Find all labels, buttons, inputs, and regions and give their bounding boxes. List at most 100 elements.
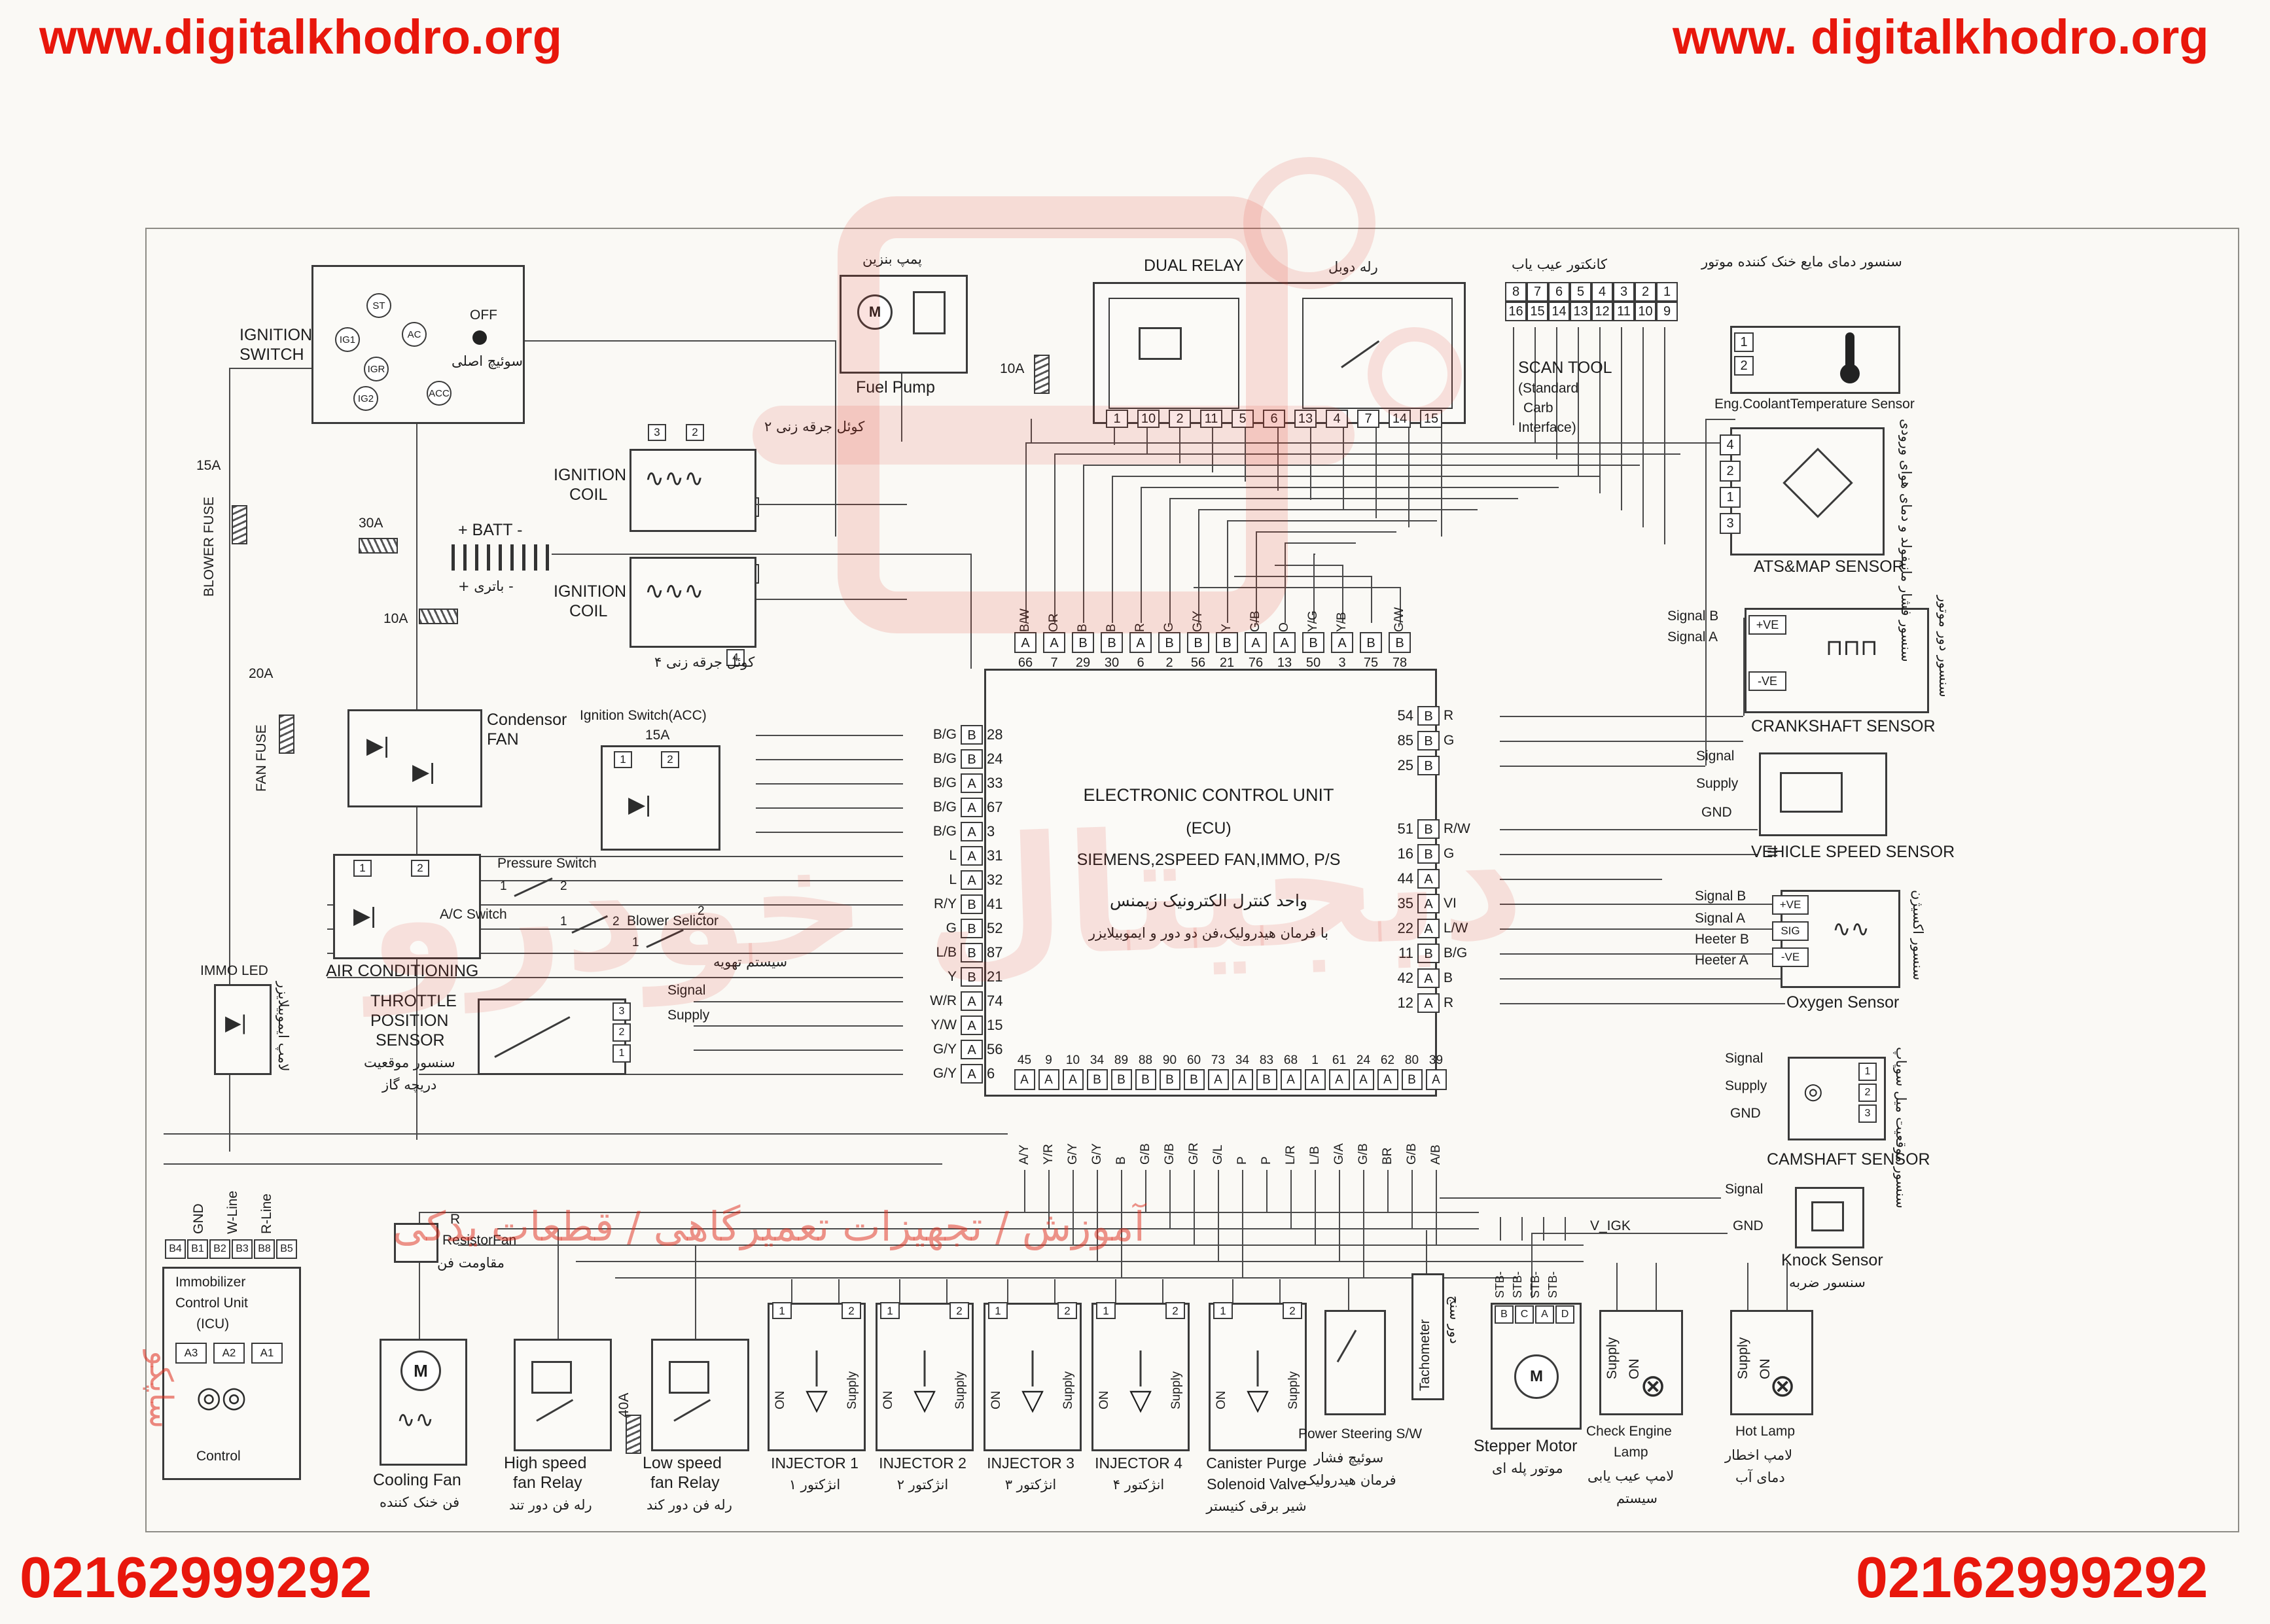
oxygen-wire-signal-b: Signal B <box>1695 889 1747 904</box>
ecu-pin-slot: B <box>1417 756 1440 775</box>
injector-label: INJECTOR 3 <box>987 1455 1074 1472</box>
fan-fuse-symbol <box>279 715 294 754</box>
ecu-pin-column: 83 B P <box>1256 1052 1277 1165</box>
wire <box>1121 1170 1122 1277</box>
ecu-pin-slot: B <box>1256 1069 1277 1090</box>
ecu-pin-slot: A <box>961 1040 983 1059</box>
ignition-switch-label-1: IGNITION <box>239 326 313 344</box>
sensor-pin-cell: +VE <box>1772 895 1809 915</box>
wire <box>1565 1217 1566 1241</box>
wire <box>1500 904 1779 905</box>
knock-label-fa: سنسور ضربه <box>1789 1275 1866 1290</box>
ecu-title-fa2: با فرمان هیدرولیک،فن دو دور و ایموبیلایز… <box>1088 925 1329 941</box>
fuel-pump-box <box>840 275 968 374</box>
ecu-pin-slot: A <box>1417 968 1440 988</box>
ecu-pin-number: 6 <box>1137 656 1144 670</box>
coil1-label-fa: کوئل جرقه زنی ۲ <box>764 419 865 434</box>
fuse-30a-label: 30A <box>359 516 383 531</box>
low-speed-relay-box <box>651 1339 749 1451</box>
ecu-pin-slot: A <box>1273 632 1296 653</box>
condensor-label-2: FAN <box>487 730 519 749</box>
ecu-pin-column: B/W A 66 <box>1014 564 1037 673</box>
wire <box>1097 1170 1098 1261</box>
wire-color-label: G <box>1162 622 1176 632</box>
ats-map-label: ATS&MAP SENSOR <box>1754 557 1904 576</box>
ecu-pin-number: 90 <box>1162 1053 1177 1067</box>
blower-selector-pin2: 2 <box>698 904 705 918</box>
knock-sensor-box <box>1795 1187 1864 1248</box>
ecu-top-pins: B/W A 66 OR A 7 B B 29 B B 30 R A 6 G B <box>1014 564 1411 673</box>
wire <box>1500 879 1662 880</box>
ecu-pin-slot: A <box>1129 632 1152 653</box>
sensor-pin-cell: 1 <box>1734 332 1754 352</box>
wire <box>1747 1263 1748 1310</box>
ecu-pin-number: 76 <box>1248 656 1264 670</box>
wire <box>1031 419 1032 442</box>
wire <box>1048 1170 1050 1228</box>
wire <box>1115 1279 1116 1303</box>
hot-lamp-box <box>1730 1310 1813 1415</box>
wire-color-label: L/B <box>936 945 957 960</box>
dual-relay-pin-cell: 14 <box>1389 410 1411 428</box>
wire <box>1441 421 1442 537</box>
dual-relay-pin-cell: 11 <box>1200 410 1222 428</box>
icu-box <box>162 1267 301 1480</box>
wire <box>1500 928 1779 930</box>
ignition-position-acc: ACC <box>427 381 452 406</box>
wire <box>327 977 903 978</box>
dual-relay-right-relay <box>1302 298 1453 409</box>
scan-tool-label-1: SCAN TOOL <box>1518 359 1612 377</box>
ecu-title-fa1: واحد کنترل الکترونیک زیمنس <box>1110 891 1307 910</box>
wire <box>1363 1170 1364 1277</box>
tps-box <box>478 998 626 1075</box>
wire <box>1621 327 1622 510</box>
ecu-pin-column: 68 A L/R <box>1280 1052 1302 1165</box>
ecu-pin-number: 56 <box>987 1041 1003 1057</box>
relay-coil-icon <box>531 1361 572 1394</box>
ecu-pin-number: 51 <box>1397 821 1413 837</box>
ecu-pin-number: 13 <box>1277 656 1292 670</box>
dual-relay-pin-cell: 13 <box>1294 410 1317 428</box>
fan-fuse-label: FAN FUSE <box>254 724 269 792</box>
scan-pin-cell: 6 <box>1548 282 1570 302</box>
check-lamp-label-1: Check Engine <box>1586 1424 1672 1439</box>
wire-color-label: G <box>1444 846 1455 861</box>
wire-color-label: G/B <box>1356 1143 1370 1165</box>
injector-on-label: ON <box>1097 1390 1111 1410</box>
wire-color-label: B/G <box>932 824 957 839</box>
ecu-pin-column: 80 B G/B <box>1401 1052 1423 1165</box>
wire <box>1656 1263 1657 1310</box>
ecu-pin-slot: A <box>1353 1069 1374 1090</box>
wire <box>1616 1263 1618 1310</box>
cooling-fan-label-fa: فن خنک کننده <box>380 1494 460 1510</box>
scan-tool-label-2: (Standard <box>1518 381 1579 396</box>
sensor-pin-cell: SIG <box>1772 921 1809 941</box>
ecu-pin-number: 3 <box>1338 656 1346 670</box>
led-icon: ▶| <box>225 1011 247 1034</box>
sensor-pin-cell: +VE <box>1748 615 1786 635</box>
wire <box>1500 716 1743 717</box>
ecu-box <box>984 669 1437 1097</box>
wire-color-label: R <box>1444 708 1454 723</box>
wire <box>756 832 903 833</box>
ecu-pin-slot: B <box>1159 1069 1180 1090</box>
ignition-off-label: OFF <box>470 308 497 323</box>
camshaft-label: CAMSHAFT SENSOR <box>1767 1150 1930 1169</box>
battery-label: + BATT - <box>458 521 523 539</box>
injector-row: 1 2 ON Supply ▽ INJECTOR 1 انژکتور ۱ 1 2… <box>768 1302 1190 1492</box>
ecu-pin-row: L/B B 87 <box>904 942 1016 964</box>
ecu-pin-number: 67 <box>987 799 1003 815</box>
fan-40a-fuse-label: 40A <box>616 1392 631 1417</box>
wire <box>1227 520 1228 623</box>
injector-valve-icon: ▽ <box>806 1384 828 1416</box>
ecu-pin-slot: A <box>961 846 983 866</box>
scan-pin-cell: 3 <box>1613 282 1635 302</box>
watermark-phone-bottom-right: 02162999292 <box>1856 1545 2208 1610</box>
wire-color-label: L <box>949 872 957 887</box>
diagram-frame <box>145 228 2239 1532</box>
wire <box>1194 1170 1195 1244</box>
ecu-pin-column: 61 A G/A <box>1328 1052 1350 1165</box>
blower-selector-label: Blower Selictor <box>627 913 719 928</box>
wire <box>1500 953 1779 955</box>
